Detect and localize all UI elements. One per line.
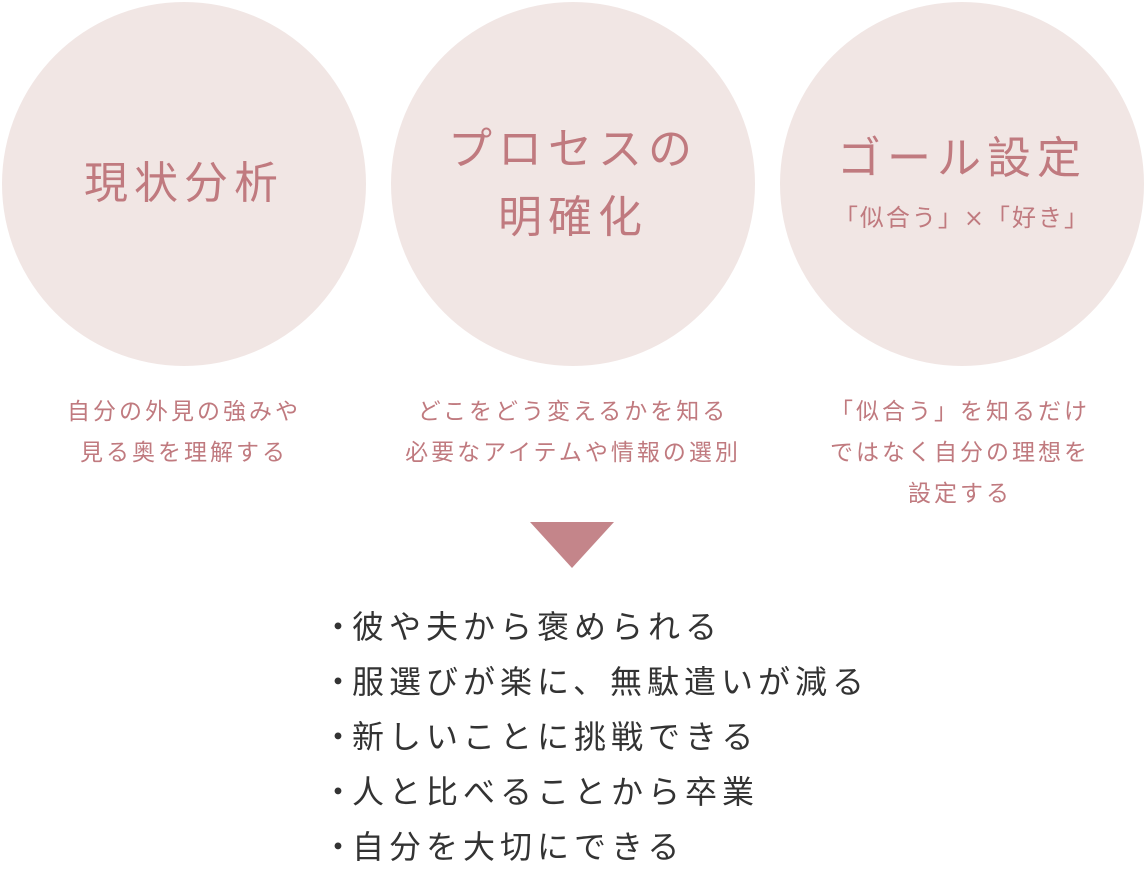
down-triangle-icon — [530, 522, 614, 568]
benefits-list: ・彼や夫から褒められる ・服選びが楽に、無駄遣いが減る ・新しいことに挑戦できる… — [322, 603, 869, 878]
description-line: 必要なアイテムや情報の選別 — [405, 440, 741, 466]
bullet-icon: ・ — [322, 718, 360, 756]
description-line: 見る奥を理解する — [80, 440, 288, 466]
step-description-process-clarification: どこをどう変えるかを知る 必要なアイテムや情報の選別 — [373, 392, 773, 474]
benefit-text: 服選びが楽に、無駄遣いが減る — [352, 663, 870, 701]
description-line: 設定する — [908, 481, 1012, 507]
step-title: ゴール設定 — [837, 125, 1087, 193]
benefit-item: ・服選びが楽に、無駄遣いが減る — [322, 658, 869, 713]
description-line: 「似合う」を知るだけ — [830, 399, 1090, 425]
step-circle-process-clarification: プロセスの 明確化 — [391, 2, 755, 366]
step-title-line: 明確化 — [498, 192, 648, 243]
description-line: どこをどう変えるかを知る — [417, 399, 729, 425]
benefit-text: 彼や夫から褒められる — [352, 608, 723, 646]
benefit-text: 新しいことに挑戦できる — [352, 718, 759, 756]
step-description-current-analysis: 自分の外見の強みや 見る奥を理解する — [0, 392, 384, 474]
step-title-line: プロセスの — [448, 123, 698, 175]
step-title-line: ゴール設定 — [837, 133, 1087, 185]
step-circle-goal-setting: ゴール設定 「似合う」×「好き」 — [780, 2, 1144, 366]
bullet-icon: ・ — [322, 663, 360, 701]
step-subtitle: 「似合う」×「好き」 — [833, 203, 1091, 232]
step-title: 現状分析 — [84, 150, 284, 218]
description-line: 自分の外見の強みや — [67, 399, 301, 425]
benefit-item: ・人と比べることから卒業 — [322, 768, 869, 823]
step-title: プロセスの 明確化 — [448, 116, 698, 252]
benefit-item: ・自分を大切にできる — [322, 823, 869, 878]
bullet-icon: ・ — [322, 608, 360, 646]
description-line: ではなく自分の理想を — [830, 440, 1090, 466]
benefit-item: ・彼や夫から褒められる — [322, 603, 869, 658]
step-title-line: 現状分析 — [84, 157, 284, 209]
step-circle-current-analysis: 現状分析 — [2, 2, 366, 366]
benefit-item: ・新しいことに挑戦できる — [322, 713, 869, 768]
benefit-text: 人と比べることから卒業 — [352, 773, 760, 811]
step-description-goal-setting: 「似合う」を知るだけ ではなく自分の理想を 設定する — [760, 392, 1144, 515]
bullet-icon: ・ — [322, 828, 360, 866]
bullet-icon: ・ — [322, 773, 360, 811]
benefit-text: 自分を大切にできる — [352, 828, 685, 866]
